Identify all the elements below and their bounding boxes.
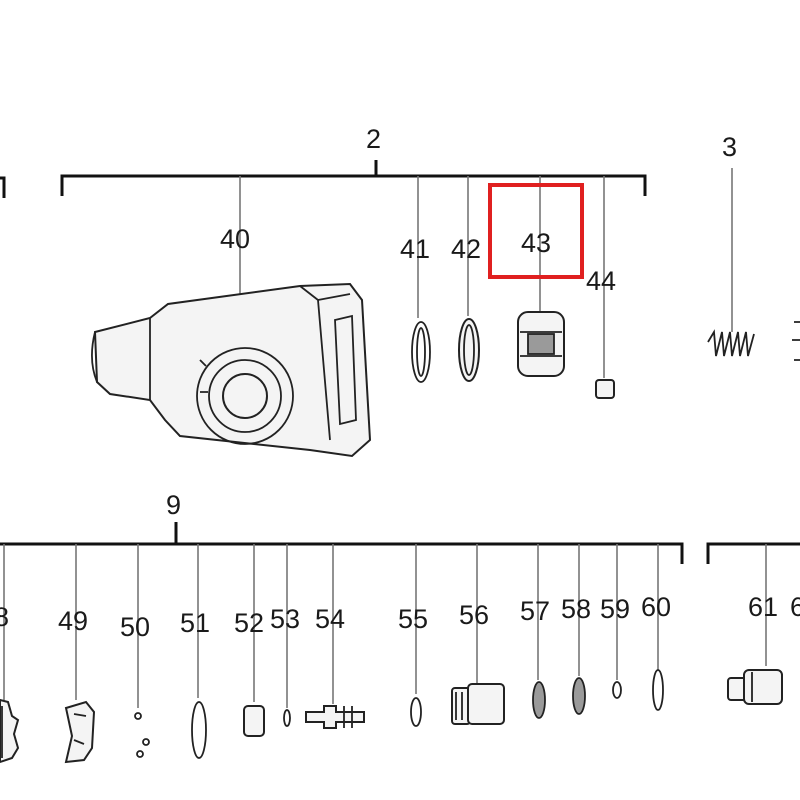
part-52-label: 52 xyxy=(234,608,264,638)
part-44-label: 44 xyxy=(586,266,616,296)
part-60-ring xyxy=(652,669,664,711)
part-57-ring xyxy=(532,681,546,719)
part-6x-label: 6 xyxy=(790,592,800,622)
part-50-balls xyxy=(134,712,150,758)
part-52-bushing xyxy=(243,705,265,737)
part-49-label: 49 xyxy=(58,606,88,636)
part-58-label: 58 xyxy=(561,594,591,624)
part-54-label: 54 xyxy=(315,604,345,634)
left-bracket-fragment xyxy=(0,176,6,198)
part-59-label: 59 xyxy=(600,594,630,624)
part-42-label: 42 xyxy=(451,234,481,264)
part-55-washer xyxy=(410,697,422,727)
part-53-ring xyxy=(283,709,291,727)
part-61-piston xyxy=(727,669,783,705)
part-42-ring xyxy=(458,318,480,382)
part-40-label: 40 xyxy=(220,224,250,254)
part-53-label: 53 xyxy=(270,604,300,634)
assembly-2-bracket: 2 xyxy=(60,124,647,196)
part-8-gear xyxy=(0,698,20,764)
part-41-oring xyxy=(411,321,431,383)
part-51-label: 51 xyxy=(180,608,210,638)
part-55-label: 55 xyxy=(398,604,428,634)
part-58-ring xyxy=(572,677,586,715)
part-8-label: 8 xyxy=(0,602,9,632)
assembly-3-spring: 3 xyxy=(707,132,800,361)
assembly-9-bracket: 9 xyxy=(0,490,684,564)
highlight-box-43 xyxy=(488,183,584,279)
part-41-label: 41 xyxy=(400,234,430,264)
part-50-label: 50 xyxy=(120,612,150,642)
part-59-ring xyxy=(612,681,622,699)
part-57-label: 57 xyxy=(520,596,550,626)
part-43-sleeve xyxy=(517,311,565,377)
assembly-2-label: 2 xyxy=(366,124,381,154)
part-43-label: 43 xyxy=(521,228,551,258)
assembly-3-label: 3 xyxy=(722,132,737,162)
part-54-shaft xyxy=(305,705,365,729)
part-40-housing xyxy=(91,282,372,458)
assembly-9-label: 9 xyxy=(166,490,181,520)
part-56-label: 56 xyxy=(459,600,489,630)
part-51-washer xyxy=(191,701,207,759)
right-bracket-fragment xyxy=(706,542,800,564)
part-56-cylinder xyxy=(451,683,505,725)
part-61-label: 61 xyxy=(748,592,778,622)
part-49-clutch xyxy=(64,700,96,764)
part-44-block xyxy=(595,379,615,399)
part-60-label: 60 xyxy=(641,592,671,622)
